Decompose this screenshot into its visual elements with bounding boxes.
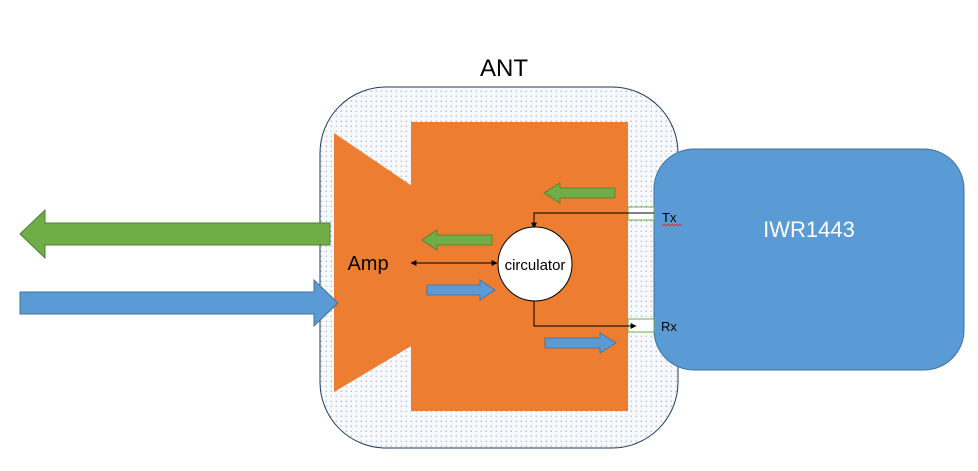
rx-label: Rx <box>661 319 677 334</box>
tx-underline <box>661 223 683 227</box>
tx-feed-line <box>531 212 654 229</box>
iwr1443-label: IWR1443 <box>763 217 855 242</box>
rx-arrow-lower <box>544 332 617 354</box>
tx-arrow-upper <box>543 182 616 204</box>
rx-in-arrow <box>19 278 339 328</box>
rx-feed-line <box>533 296 637 329</box>
amp-label: Amp <box>347 253 388 275</box>
circulator <box>497 226 573 302</box>
iwr1443-chip <box>653 148 965 371</box>
ant-title: ANT <box>480 55 528 82</box>
circulator-label: circulator <box>505 257 566 274</box>
amp-block <box>334 133 418 392</box>
rx-arrow-upper <box>426 279 496 301</box>
tx-arrow-lower <box>421 229 493 251</box>
tx-out-arrow <box>19 208 331 260</box>
tx-label: Tx <box>662 210 677 225</box>
